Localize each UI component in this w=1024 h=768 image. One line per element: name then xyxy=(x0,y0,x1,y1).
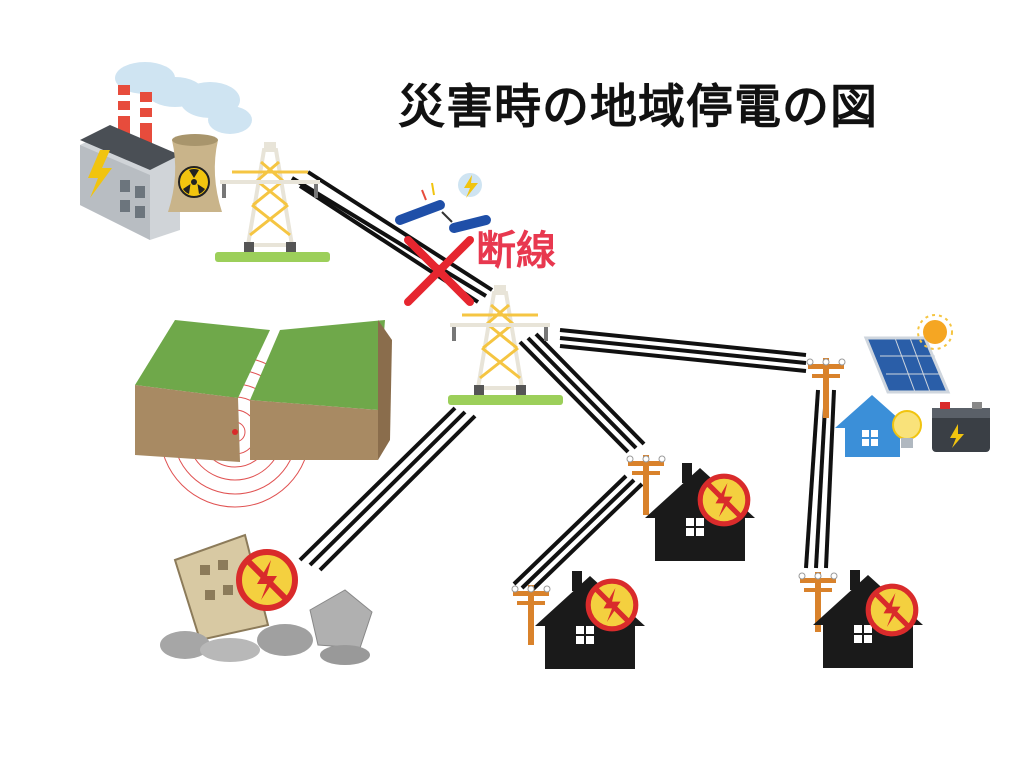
utility-pole-icon xyxy=(806,357,846,419)
transmission-tower-icon xyxy=(215,140,330,262)
house-icon xyxy=(835,395,909,457)
page-title: 災害時の地域停電の図 xyxy=(398,80,878,135)
power-plant-icon xyxy=(80,62,252,240)
battery-icon xyxy=(932,402,990,452)
power-lines xyxy=(290,170,836,594)
utility-pole-icon xyxy=(511,584,551,646)
wire-break-label: 断線 xyxy=(476,228,556,274)
radiation-symbol-icon xyxy=(178,166,210,198)
light-bulb-icon xyxy=(892,410,922,448)
no-power-sign-icon xyxy=(700,476,748,524)
earthquake-ground-icon xyxy=(135,320,392,508)
no-power-sign-icon xyxy=(868,586,916,634)
red-x-cross-icon xyxy=(404,236,474,306)
sun-icon xyxy=(917,314,953,350)
no-power-sign-icon xyxy=(588,581,636,629)
no-power-sign-icon xyxy=(239,552,295,608)
transmission-tower-icon xyxy=(448,283,563,405)
solar-panel-icon xyxy=(863,336,951,394)
broken-wire-icon xyxy=(395,173,491,233)
